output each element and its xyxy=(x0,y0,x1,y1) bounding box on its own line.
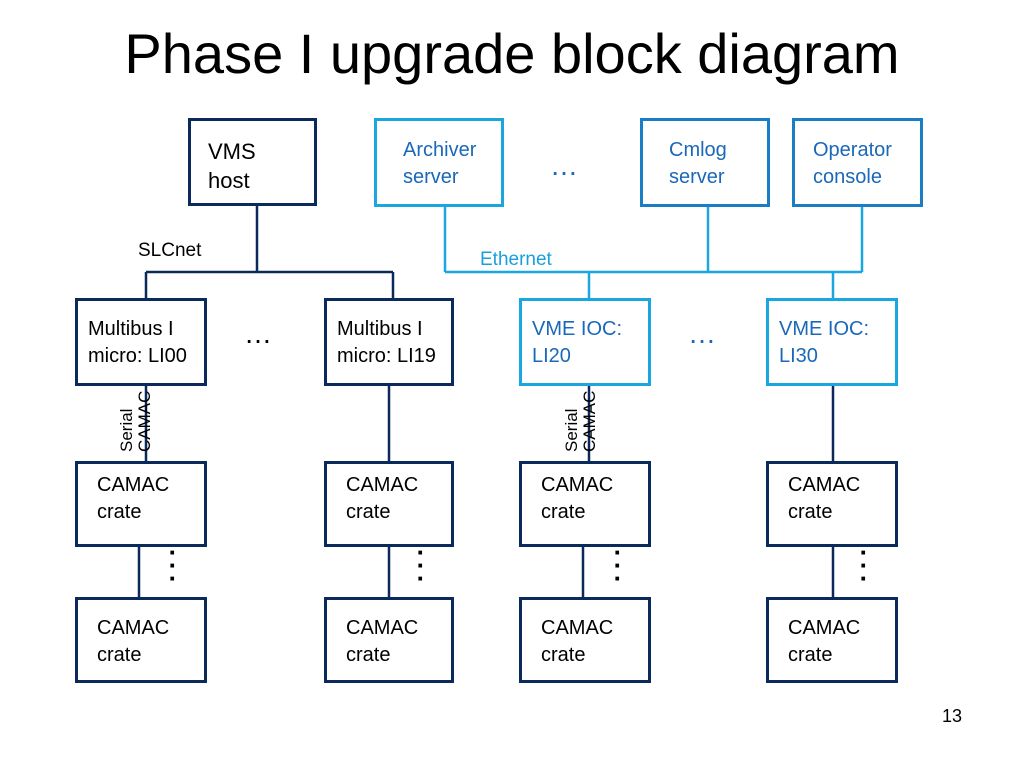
multibus-li19-box: Multibus I micro: LI19 xyxy=(324,298,454,386)
serial-camac-label-li00: Serial CAMAC xyxy=(117,390,154,452)
vertical-ellipsis-li20: · · · xyxy=(613,537,623,593)
camac-crate-li00-1: CAMAC crate xyxy=(75,461,207,547)
ellipsis-vme: … xyxy=(688,318,718,349)
camac-crate-li20-1: CAMAC crate xyxy=(519,461,651,547)
camac-crate-li30-1: CAMAC crate xyxy=(766,461,898,547)
vertical-ellipsis-li00: · · · xyxy=(168,537,178,593)
serial-camac-label-li20: Serial CAMAC xyxy=(562,390,599,452)
operator-console-box: Operator console xyxy=(792,118,923,207)
slcnet-label: SLCnet xyxy=(138,240,202,261)
ellipsis-multibus: … xyxy=(244,318,274,349)
vertical-ellipsis-li19: · · · xyxy=(416,537,426,593)
vme-ioc-li30-box: VME IOC: LI30 xyxy=(766,298,898,386)
camac-crate-li30-2: CAMAC crate xyxy=(766,597,898,683)
cmlog-server-box: Cmlog server xyxy=(640,118,770,207)
camac-crate-li19-1: CAMAC crate xyxy=(324,461,454,547)
ethernet-label: Ethernet xyxy=(480,249,552,270)
camac-crate-li00-2: CAMAC crate xyxy=(75,597,207,683)
camac-crate-li19-2: CAMAC crate xyxy=(324,597,454,683)
multibus-li00-box: Multibus I micro: LI00 xyxy=(75,298,207,386)
page-title: Phase I upgrade block diagram xyxy=(124,22,900,85)
ellipsis-servers: … xyxy=(550,150,580,181)
archiver-server-box: Archiver server xyxy=(374,118,504,207)
vme-ioc-li20-box: VME IOC: LI20 xyxy=(519,298,651,386)
camac-crate-li20-2: CAMAC crate xyxy=(519,597,651,683)
vertical-ellipsis-li30: · · · xyxy=(859,537,869,593)
vms-host-box: VMS host xyxy=(188,118,317,206)
page-number: 13 xyxy=(941,706,962,726)
